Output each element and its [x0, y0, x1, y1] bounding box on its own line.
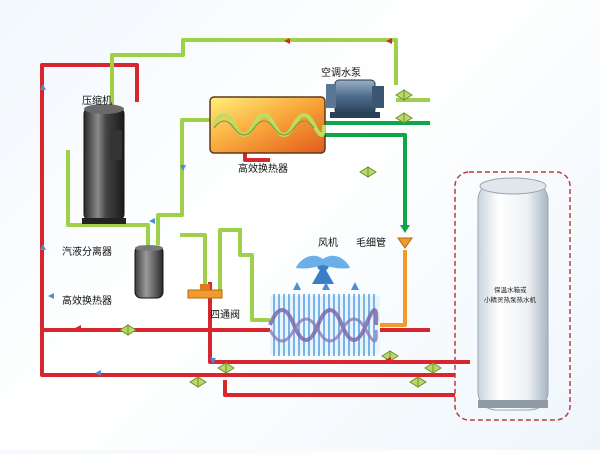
ac-water-pump [326, 79, 384, 118]
heat-exchanger-top [209, 96, 326, 154]
valve-icon [359, 89, 413, 178]
tank-label-line1: 保温水箱或 [494, 285, 527, 294]
green-pipes [66, 38, 430, 322]
orange-pipe [375, 250, 407, 327]
valve-icon [119, 324, 442, 388]
capillary-valve-icon [397, 225, 413, 249]
compressor-label: 压缩机 [82, 94, 112, 107]
tank-label-line2: 小精灵热泵热水机 [484, 295, 537, 304]
fan-label: 风机 [318, 236, 338, 249]
evaporator-fins [268, 282, 380, 356]
water-tank [454, 171, 571, 421]
capillary-label: 毛细管 [356, 236, 386, 249]
hx-bottom-label: 高效换热器 [62, 294, 112, 307]
gas-liquid-separator [134, 245, 164, 299]
four-way-valve [187, 284, 223, 299]
dark-green-pipes [325, 121, 430, 225]
fan-icon [296, 255, 350, 284]
ac-pump-label: 空调水泵 [321, 66, 361, 79]
hx-top-label: 高效换热器 [238, 162, 288, 175]
separator-label: 汽液分离器 [62, 245, 112, 258]
compressor [82, 104, 126, 224]
flow-arrows [40, 38, 392, 376]
four-way-valve-label: 四通阀 [210, 308, 240, 321]
